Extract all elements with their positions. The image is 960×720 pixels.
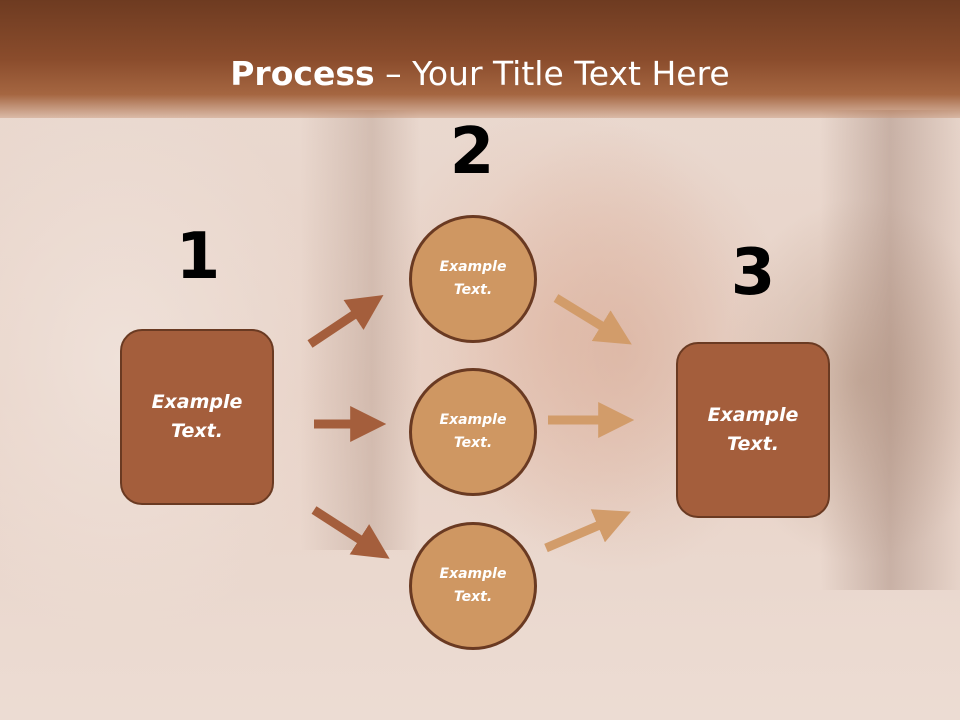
right-step-box-text: Example Text. xyxy=(707,404,799,455)
step-number-1: 1 xyxy=(175,220,221,294)
slide-title[interactable]: Process – Your Title Text Here xyxy=(0,52,960,96)
step-number-3: 3 xyxy=(730,236,776,310)
title-rest: – Your Title Text Here xyxy=(374,54,730,93)
top-circle[interactable]: Example Text. xyxy=(409,215,537,343)
bottom-circle-text: Example Text. xyxy=(439,566,507,605)
background-hair-left xyxy=(300,110,420,550)
left-step-box-text: Example Text. xyxy=(151,391,243,442)
right-step-box[interactable]: Example Text. xyxy=(676,342,830,518)
arrow-to-bottom-circle xyxy=(311,506,390,559)
arrow-from-top-circle xyxy=(553,294,632,345)
step-number-2: 2 xyxy=(449,115,495,189)
left-step-box[interactable]: Example Text. xyxy=(120,329,274,505)
top-circle-text: Example Text. xyxy=(439,259,507,298)
arrow-to-top-circle xyxy=(307,295,384,348)
middle-circle[interactable]: Example Text. xyxy=(409,368,537,496)
title-banner xyxy=(0,0,960,118)
bottom-circle[interactable]: Example Text. xyxy=(409,522,537,650)
arrow-from-bottom-circle xyxy=(544,509,631,553)
background-hair-right xyxy=(820,110,960,590)
title-bold: Process xyxy=(230,54,375,93)
middle-circle-text: Example Text. xyxy=(439,412,507,451)
